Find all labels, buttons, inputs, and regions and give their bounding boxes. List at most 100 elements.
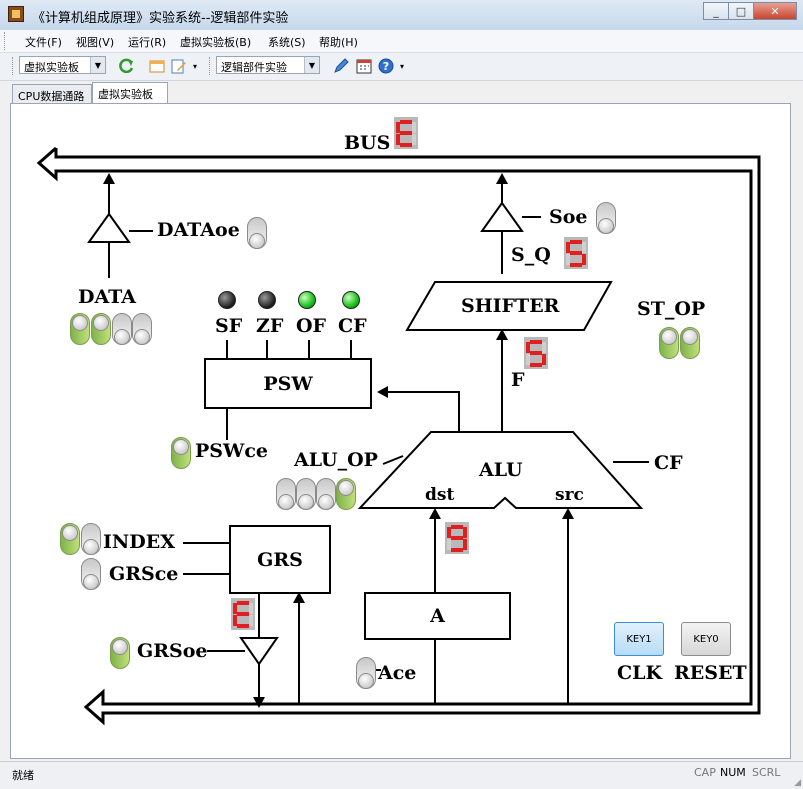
window-controls: _ □ ✕	[703, 2, 797, 20]
index-label: INDEX	[103, 531, 175, 553]
pswce-switch[interactable]	[171, 437, 191, 469]
segment-g	[400, 131, 412, 135]
shifter-block	[405, 281, 613, 331]
segment-b	[463, 527, 467, 538]
experiment-select-value: 逻辑部件实验	[221, 61, 287, 74]
stop-switch[interactable]	[680, 327, 700, 359]
edit-icon[interactable]	[171, 58, 187, 74]
maximize-button[interactable]: □	[728, 2, 754, 20]
segment-e	[233, 615, 237, 626]
menu-grip[interactable]	[4, 32, 8, 50]
soe-label: Soe	[549, 206, 588, 228]
toolbar-grip-2[interactable]	[209, 57, 213, 75]
grsce-switch[interactable]	[81, 558, 101, 590]
segment-c	[582, 254, 586, 265]
sf-led	[218, 291, 236, 309]
data-switch[interactable]	[132, 313, 152, 345]
segment-d	[530, 363, 542, 367]
dataoe-switch[interactable]	[247, 217, 267, 249]
data-switch[interactable]	[112, 313, 132, 345]
menu-run[interactable]: 运行(R)	[128, 36, 167, 49]
window-title: 《计算机组成原理》实验系统--逻辑部件实验	[32, 11, 289, 26]
board-select[interactable]: 虚拟实验板 ▼	[19, 56, 106, 74]
grsce-label: GRSce	[109, 563, 179, 585]
src-label: src	[555, 485, 584, 505]
index-switch[interactable]	[60, 523, 80, 555]
segment-a	[451, 525, 463, 529]
segment-e	[447, 539, 451, 550]
segment-g	[451, 536, 463, 540]
aluop-switch[interactable]	[296, 478, 316, 510]
toolbar-overflow-icon-2[interactable]: ▾	[400, 62, 405, 71]
experiment-select[interactable]: 逻辑部件实验 ▼	[216, 56, 320, 74]
segment-b	[542, 342, 546, 353]
data-buffer	[87, 212, 131, 243]
segment-c	[542, 354, 546, 365]
soe-arrow	[496, 173, 508, 184]
soe-switch[interactable]	[596, 202, 616, 234]
stop-label: ST_OP	[637, 298, 706, 320]
close-button[interactable]: ✕	[753, 2, 797, 20]
key1-button[interactable]: KEY1	[614, 622, 664, 656]
index-switch[interactable]	[81, 523, 101, 555]
data-switch[interactable]	[70, 313, 90, 345]
segment-d	[400, 143, 412, 147]
aluop-switch[interactable]	[316, 478, 336, 510]
grs-bus-arrow	[253, 697, 265, 708]
dataoe-label: DATAoe	[157, 219, 240, 241]
a-block: A	[364, 592, 511, 640]
menu-help[interactable]: 帮助(H)	[319, 36, 358, 49]
menu-file[interactable]: 文件(F)	[25, 36, 62, 49]
key0-button[interactable]: KEY0	[681, 622, 731, 656]
segment-a	[570, 240, 582, 244]
help-icon[interactable]: ?	[378, 58, 394, 74]
alu-psw-wire	[381, 391, 460, 432]
minimize-button[interactable]: _	[703, 2, 729, 20]
segment-g	[570, 251, 582, 255]
reset-label: RESET	[674, 662, 747, 684]
data-label: DATA	[78, 286, 137, 308]
src-arrow	[562, 508, 574, 519]
menu-virtual-board[interactable]: 虚拟实验板(B)	[180, 36, 252, 49]
segment-a	[530, 340, 542, 344]
aluop-switch[interactable]	[276, 478, 296, 510]
a-display	[445, 522, 469, 554]
cap-indicator: CAP	[694, 766, 716, 779]
svg-text:?: ?	[383, 60, 389, 73]
segment-e	[566, 254, 570, 265]
segment-a	[237, 601, 249, 605]
zf-led	[258, 291, 276, 309]
segment-e	[396, 134, 400, 145]
segment-f	[566, 242, 570, 253]
toolbar-grip[interactable]	[12, 57, 16, 75]
stop-switch[interactable]	[659, 327, 679, 359]
calendar-icon[interactable]	[356, 58, 372, 74]
aluop-wire	[382, 455, 404, 465]
app-icon	[8, 6, 24, 22]
ace-switch[interactable]	[356, 657, 376, 689]
menu-view[interactable]: 视图(V)	[76, 36, 115, 49]
resize-grip-icon[interactable]: ◢	[794, 778, 801, 788]
menu-system[interactable]: 系统(S)	[268, 36, 306, 49]
psw-block: PSW	[204, 358, 372, 409]
pswce-label: PSWce	[195, 440, 269, 462]
tab-cpu-datapath[interactable]: CPU数据通路	[12, 84, 92, 104]
data-switch[interactable]	[91, 313, 111, 345]
tab-virtual-board[interactable]: 虚拟实验板	[92, 82, 168, 105]
window-icon[interactable]	[149, 58, 165, 74]
status-bar: 就绪 CAP NUM SCRL ◢	[0, 761, 803, 789]
segment-e	[526, 354, 530, 365]
refresh-icon[interactable]	[119, 58, 135, 74]
alu-block	[357, 431, 644, 509]
cf-led	[342, 291, 360, 309]
aluop-switch[interactable]	[336, 478, 356, 510]
segment-g	[530, 351, 542, 355]
aluop-label: ALU_OP	[294, 449, 378, 471]
segment-f	[233, 603, 237, 614]
pen-icon[interactable]	[333, 58, 349, 74]
f-arrow	[496, 329, 508, 340]
flag-zf-label: ZF	[256, 315, 284, 337]
board-select-value: 虚拟实验板	[24, 61, 79, 74]
grsoe-switch[interactable]	[110, 637, 130, 669]
toolbar-overflow-icon[interactable]: ▾	[193, 62, 198, 71]
